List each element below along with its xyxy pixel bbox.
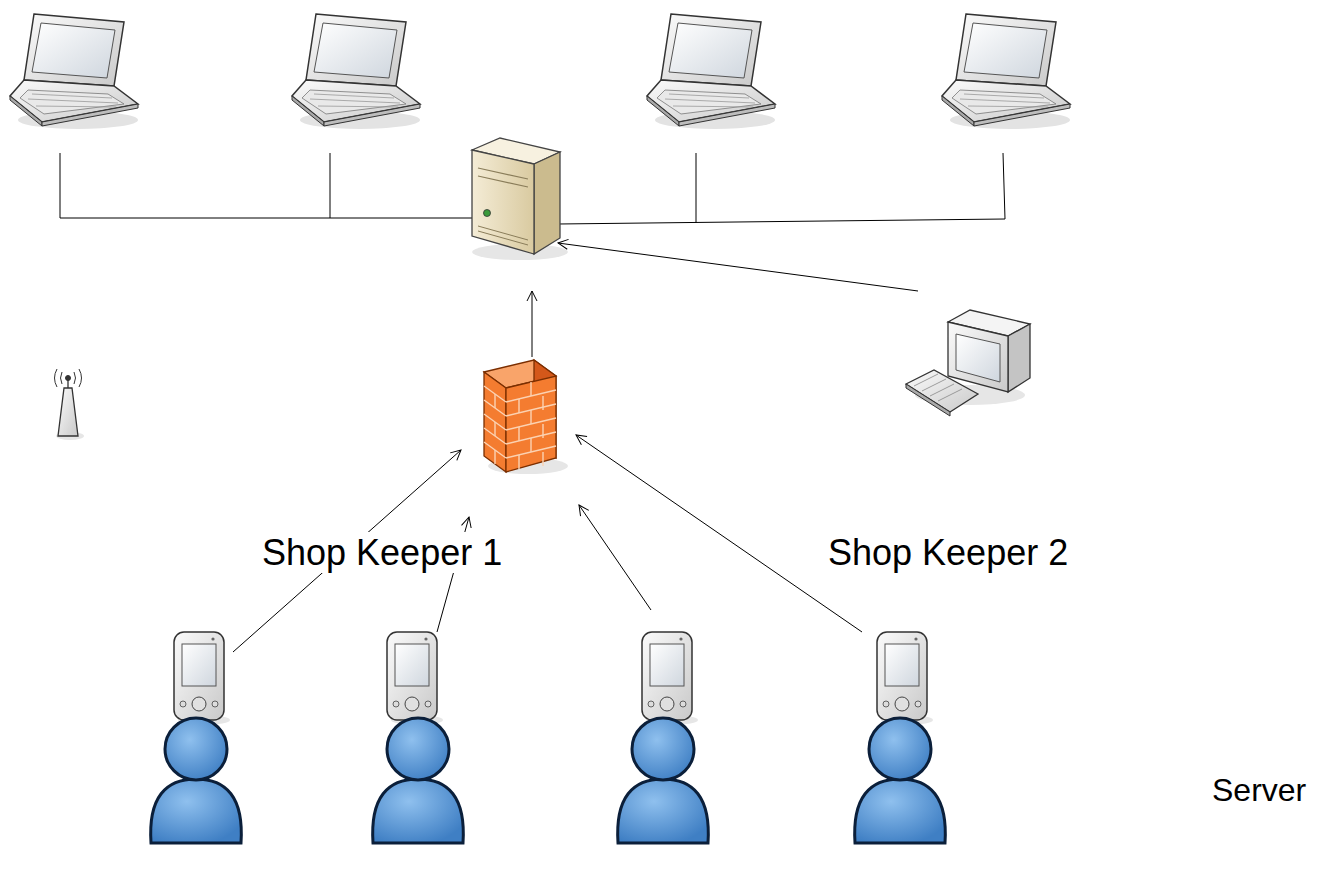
pda-icon: [642, 632, 698, 725]
pda-icon: [877, 632, 933, 725]
wireless-antenna-icon: [55, 369, 85, 440]
pda-icon: [387, 632, 443, 725]
group-label: Shop Keeper 2: [826, 532, 1070, 573]
person-icon: [373, 718, 464, 843]
laptop-icon: [292, 14, 420, 129]
firewall-icon: [484, 360, 568, 474]
person-icon: [151, 718, 242, 843]
laptop-icon: [10, 14, 138, 129]
arrow: [233, 435, 862, 652]
laptop-icon: [942, 14, 1070, 129]
pda-icon: [174, 632, 230, 725]
person-icon: [855, 718, 946, 843]
person-icon: [618, 718, 709, 843]
group-label: Shop Keeper 1: [260, 532, 504, 573]
server-icon: [472, 138, 568, 260]
legend-note: Server: [1210, 772, 1308, 809]
desktop-computer-icon: [906, 310, 1030, 416]
arrow: [532, 243, 918, 357]
laptop-icon: [647, 14, 775, 129]
